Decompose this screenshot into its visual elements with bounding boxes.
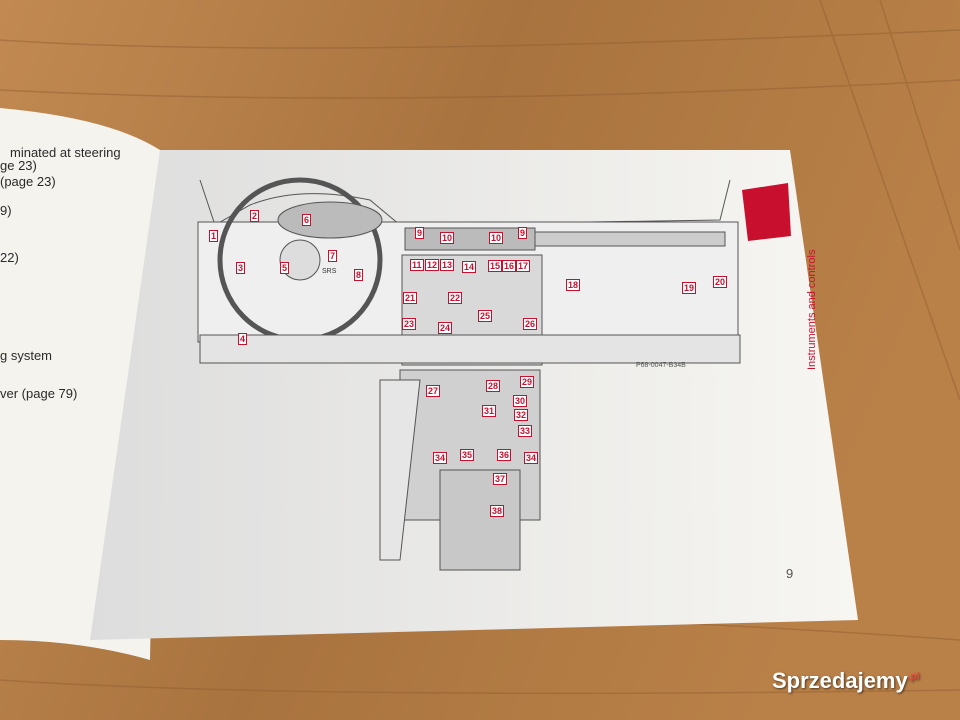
dashboard-illustration <box>197 177 741 571</box>
callout: 35 <box>460 449 475 461</box>
callout: 19 <box>682 282 697 294</box>
callout: 5 <box>280 262 290 274</box>
callout: 37 <box>493 473 508 485</box>
callout: 23 <box>402 318 417 330</box>
left-page-line: (page 23) <box>0 174 56 189</box>
callout: 34 <box>433 452 448 464</box>
left-page-line: g system <box>0 348 53 363</box>
red-chapter-tab <box>742 183 791 241</box>
callout: 3 <box>236 262 246 274</box>
callout: 24 <box>438 322 453 334</box>
callout: 25 <box>478 310 493 322</box>
callout: 34 <box>524 452 539 464</box>
left-page-line: 22) <box>0 250 19 265</box>
callout: 27 <box>426 385 441 397</box>
callout: 18 <box>566 279 581 291</box>
callout: 8 <box>354 269 364 281</box>
callout: 11 <box>410 259 424 271</box>
callout: 15 <box>488 260 503 272</box>
callout: 33 <box>518 425 533 437</box>
callout: 1 <box>209 230 219 242</box>
callout: 6 <box>302 214 312 226</box>
callout: 4 <box>238 333 248 345</box>
callout: 21 <box>403 292 418 304</box>
watermark: Sprzedajemy.pl <box>772 668 920 693</box>
callout: 17 <box>516 260 531 272</box>
callout: 16 <box>502 260 517 272</box>
chapter-title: Instruments and controls <box>806 249 818 370</box>
page-number: 9 <box>786 566 794 581</box>
callout: 9 <box>415 227 425 239</box>
callout: 38 <box>490 505 505 517</box>
callout: 2 <box>250 210 260 222</box>
callout: 10 <box>489 232 504 244</box>
left-page-line: minated at steering <box>10 145 121 160</box>
left-page-line: 9) <box>0 203 12 218</box>
callout: 12 <box>425 259 440 271</box>
callout: 20 <box>713 276 728 288</box>
callout: 14 <box>462 261 477 273</box>
srs-emblem: SRS <box>322 268 337 275</box>
callout: 13 <box>440 259 455 271</box>
callout: 10 <box>440 232 455 244</box>
callout: 22 <box>448 292 463 304</box>
callout: 26 <box>523 318 538 330</box>
callout: 28 <box>486 380 501 392</box>
figure-reference: P68-0047-B34B <box>636 362 686 369</box>
callout: 30 <box>513 395 528 407</box>
callout: 29 <box>520 376 535 388</box>
callout: 7 <box>328 250 338 262</box>
callout: 9 <box>518 227 528 239</box>
left-page-line: ver (page 79) <box>0 386 78 401</box>
callout: 31 <box>482 405 497 417</box>
callout: 32 <box>514 409 529 421</box>
left-page-line: ge 23) <box>0 158 37 173</box>
callout: 36 <box>497 449 512 461</box>
